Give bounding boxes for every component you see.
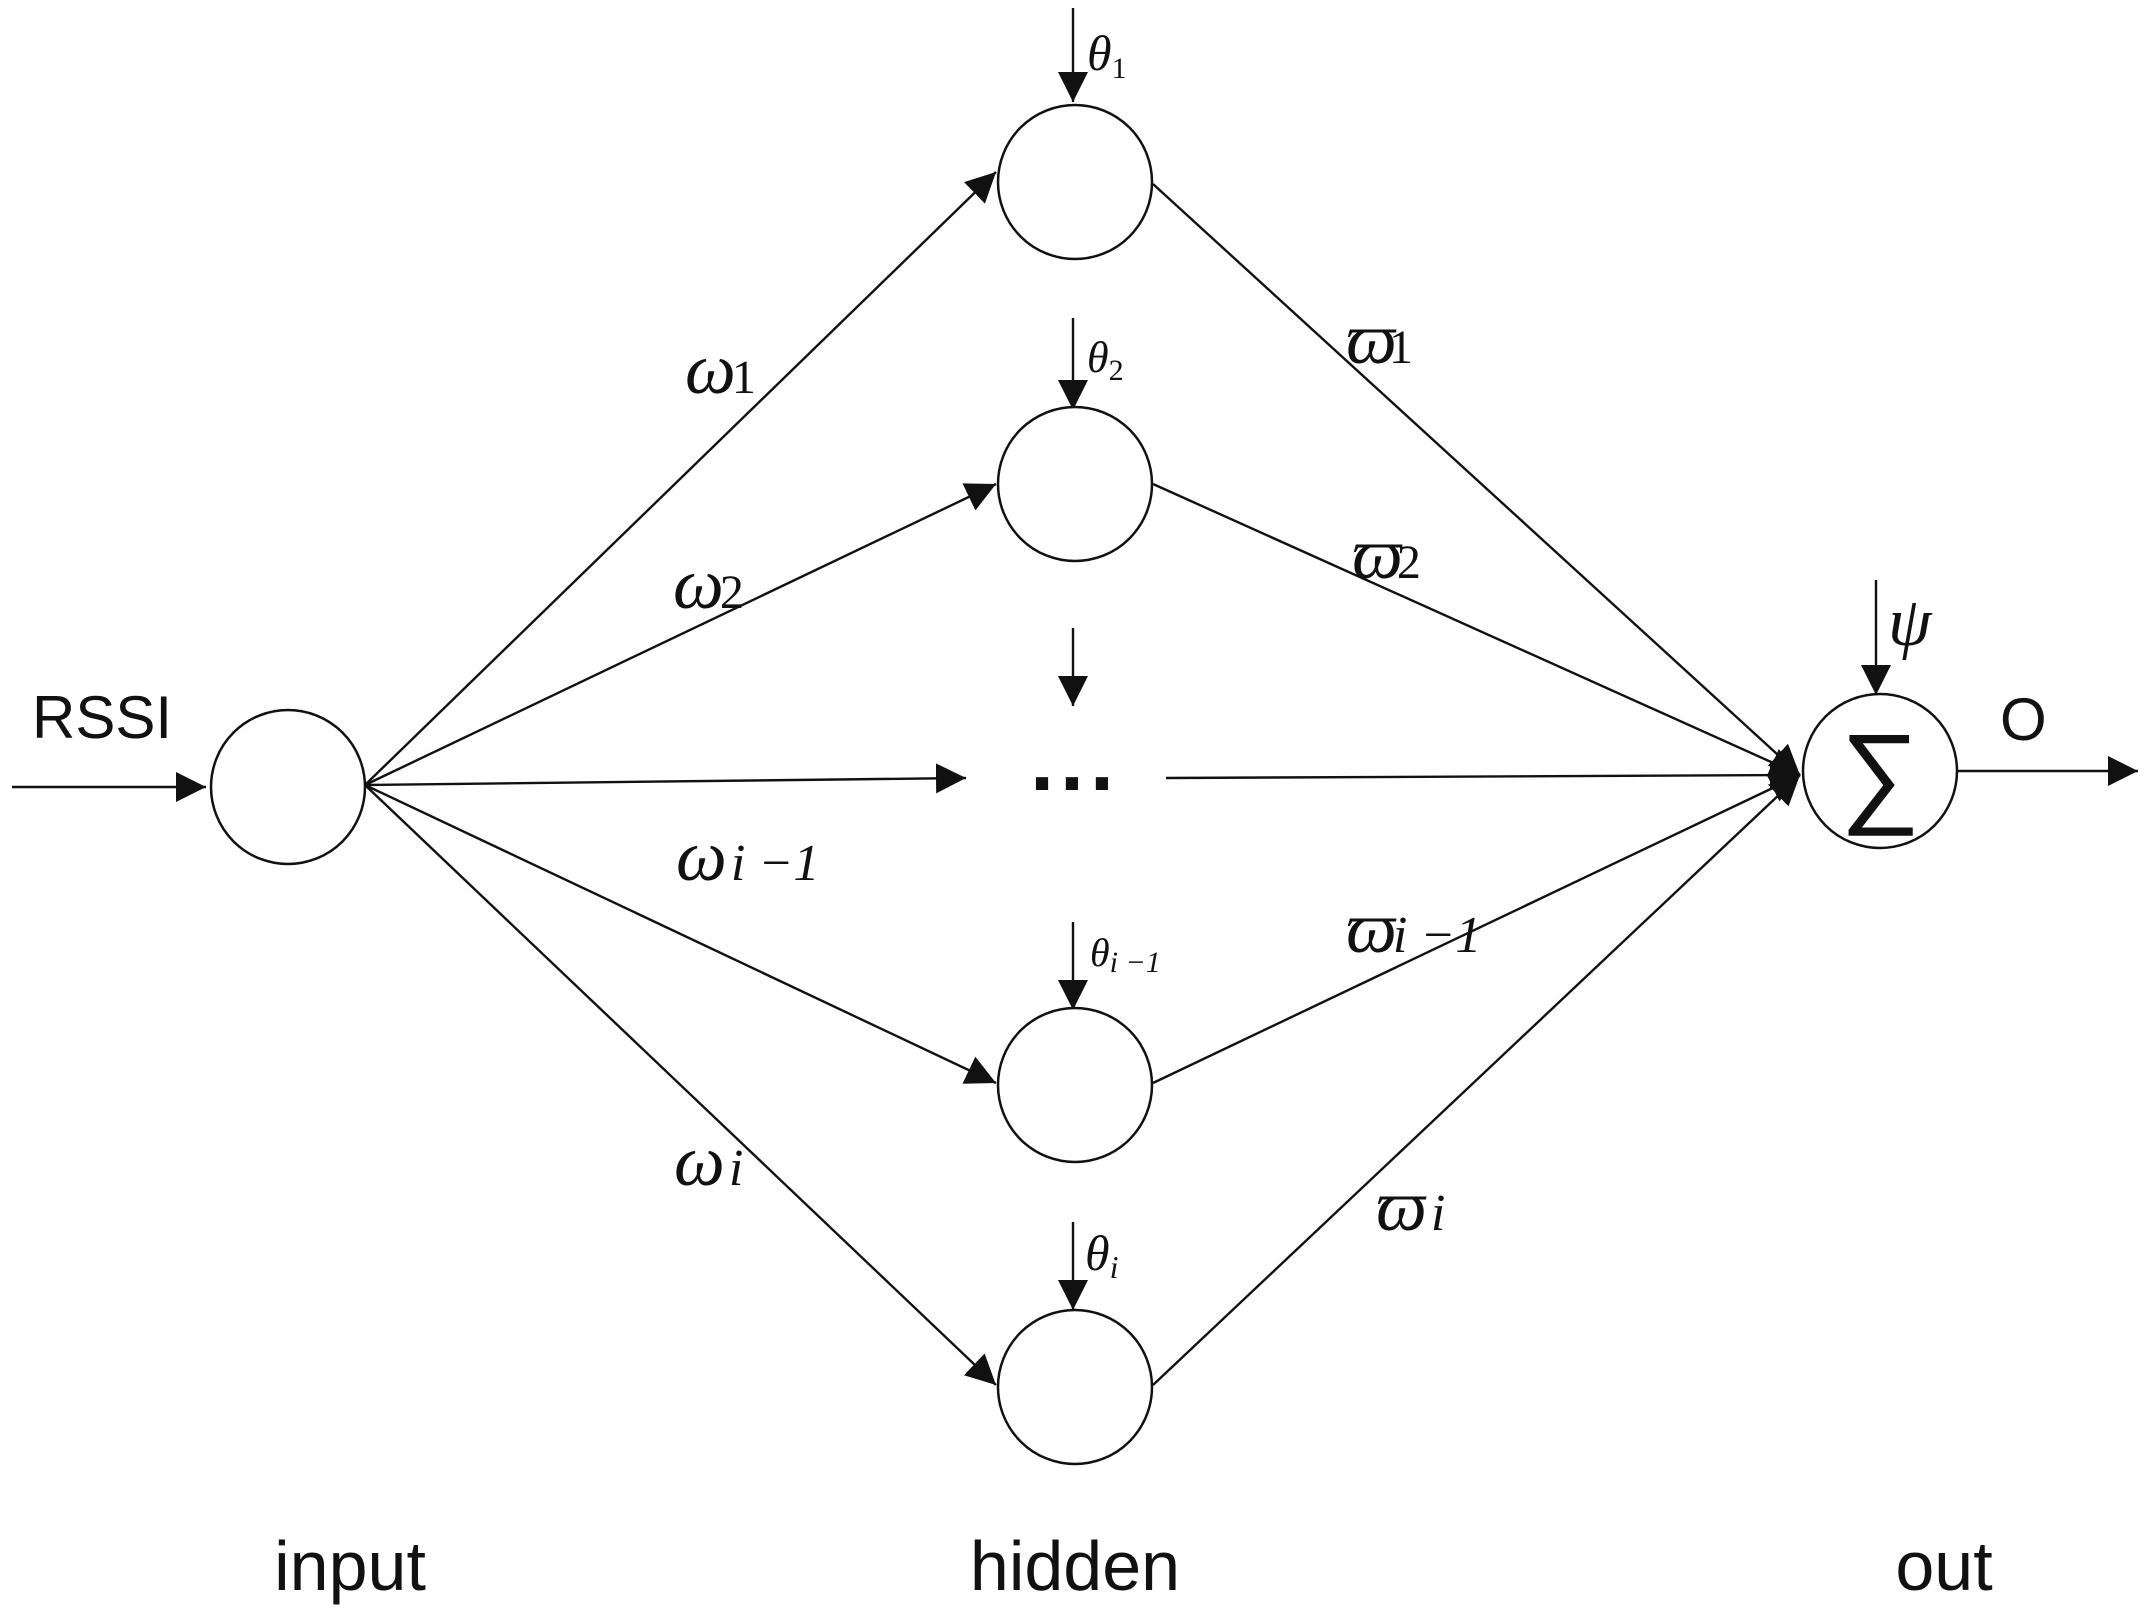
bias-label-theta-2: θ2 [1087,333,1124,387]
layer-label-input: input [274,1527,426,1605]
edge-ellipsis-out [1165,760,1801,791]
hidden-node-i [996,1308,1154,1466]
bias-label-theta-1: θ1 [1087,25,1127,85]
input-node [209,708,367,866]
edge-hidden-1-out [1152,183,1801,776]
output-sum-node [1801,692,1959,850]
weight-label-vi: ϖi [1376,1166,1445,1246]
edge-input-ellipsis [364,763,967,794]
layer-label-out: out [1895,1527,1992,1605]
hidden-node-1 [996,103,1154,261]
edge-input-hidden-i [364,784,997,1386]
hidden-ellipsis: ... [1030,713,1120,809]
edge-hidden-i-out [1152,774,1801,1386]
weight-label-v2: ϖ2 [1352,514,1421,594]
hidden-node-i-1 [996,1006,1154,1164]
weight-label-w2: ω2 [673,544,744,624]
bias-label-theta-i: θi [1085,1225,1118,1285]
input-signal-label: RSSI [32,684,172,751]
weight-label-vi-1: ϖi −1 [1346,888,1481,968]
output-signal-label: O [2000,686,2047,753]
edge-hidden-i-1-out [1152,773,1801,1085]
weight-label-v1: ϖ1 [1346,299,1413,379]
edge-hidden-2-out [1152,482,1801,777]
edge-input-hidden-1 [364,171,997,786]
sum-symbol: ∑ [1840,711,1920,836]
weight-label-w1: ω1 [685,329,756,409]
edge-input-hidden-2 [364,482,997,787]
layer-label-hidden: hidden [970,1527,1180,1605]
edge-input-hidden-i-1 [364,783,997,1085]
hidden-node-2 [996,405,1154,563]
weight-label-wi-1: ωi −1 [676,816,819,896]
bias-label-theta-i-1: θi −1 [1090,930,1161,979]
bias-label-psi: ψ [1888,584,1933,661]
weight-label-wi: ωi [674,1121,743,1201]
